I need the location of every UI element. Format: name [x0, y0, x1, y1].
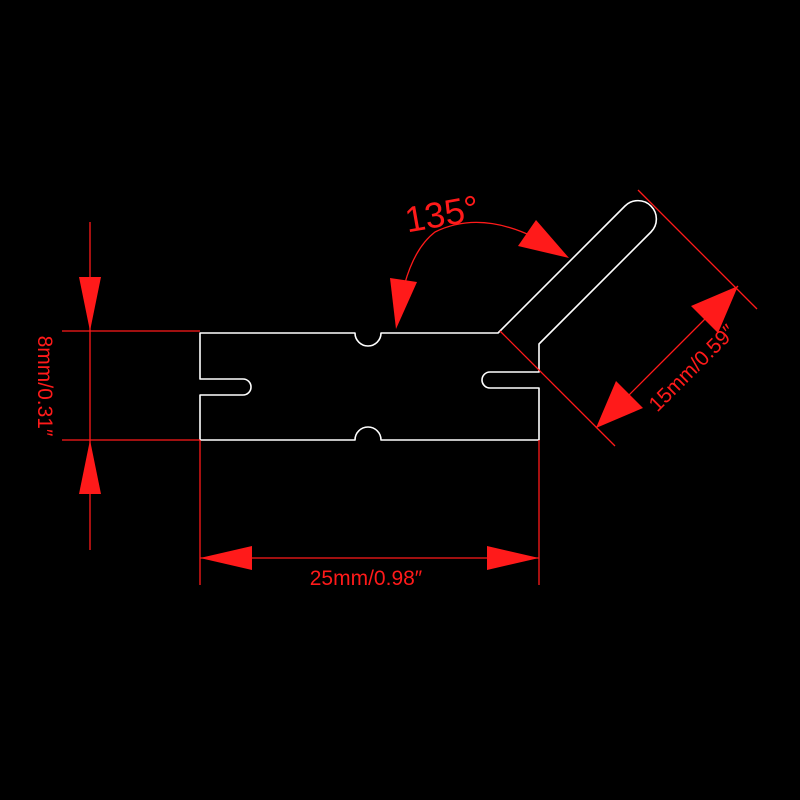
arm-extension-outer	[637, 189, 758, 310]
arm-arrow-lower	[596, 381, 643, 428]
part-body-outline	[199, 199, 658, 441]
length-arrow-right	[487, 546, 539, 570]
arm-extension-inner	[499, 330, 616, 447]
angle-dimension: 135°	[390, 187, 569, 329]
height-label: 8mm/0.31″	[33, 336, 56, 437]
angle-arrow-right	[518, 220, 569, 258]
length-dimension: 25mm/0.98″	[199, 440, 540, 590]
arm-arrow-upper	[691, 286, 738, 333]
angle-arrow-left	[390, 278, 417, 329]
part-outline	[199, 199, 658, 441]
length-arrow-left	[200, 546, 252, 570]
arm-length-label: 15mm/0.59″	[644, 320, 740, 416]
height-arrow-bottom	[79, 440, 101, 494]
length-label: 25mm/0.98″	[310, 567, 423, 590]
height-arrow-top	[79, 277, 101, 331]
angle-label: 135°	[402, 187, 482, 240]
height-dimension: 8mm/0.31″	[33, 222, 200, 550]
